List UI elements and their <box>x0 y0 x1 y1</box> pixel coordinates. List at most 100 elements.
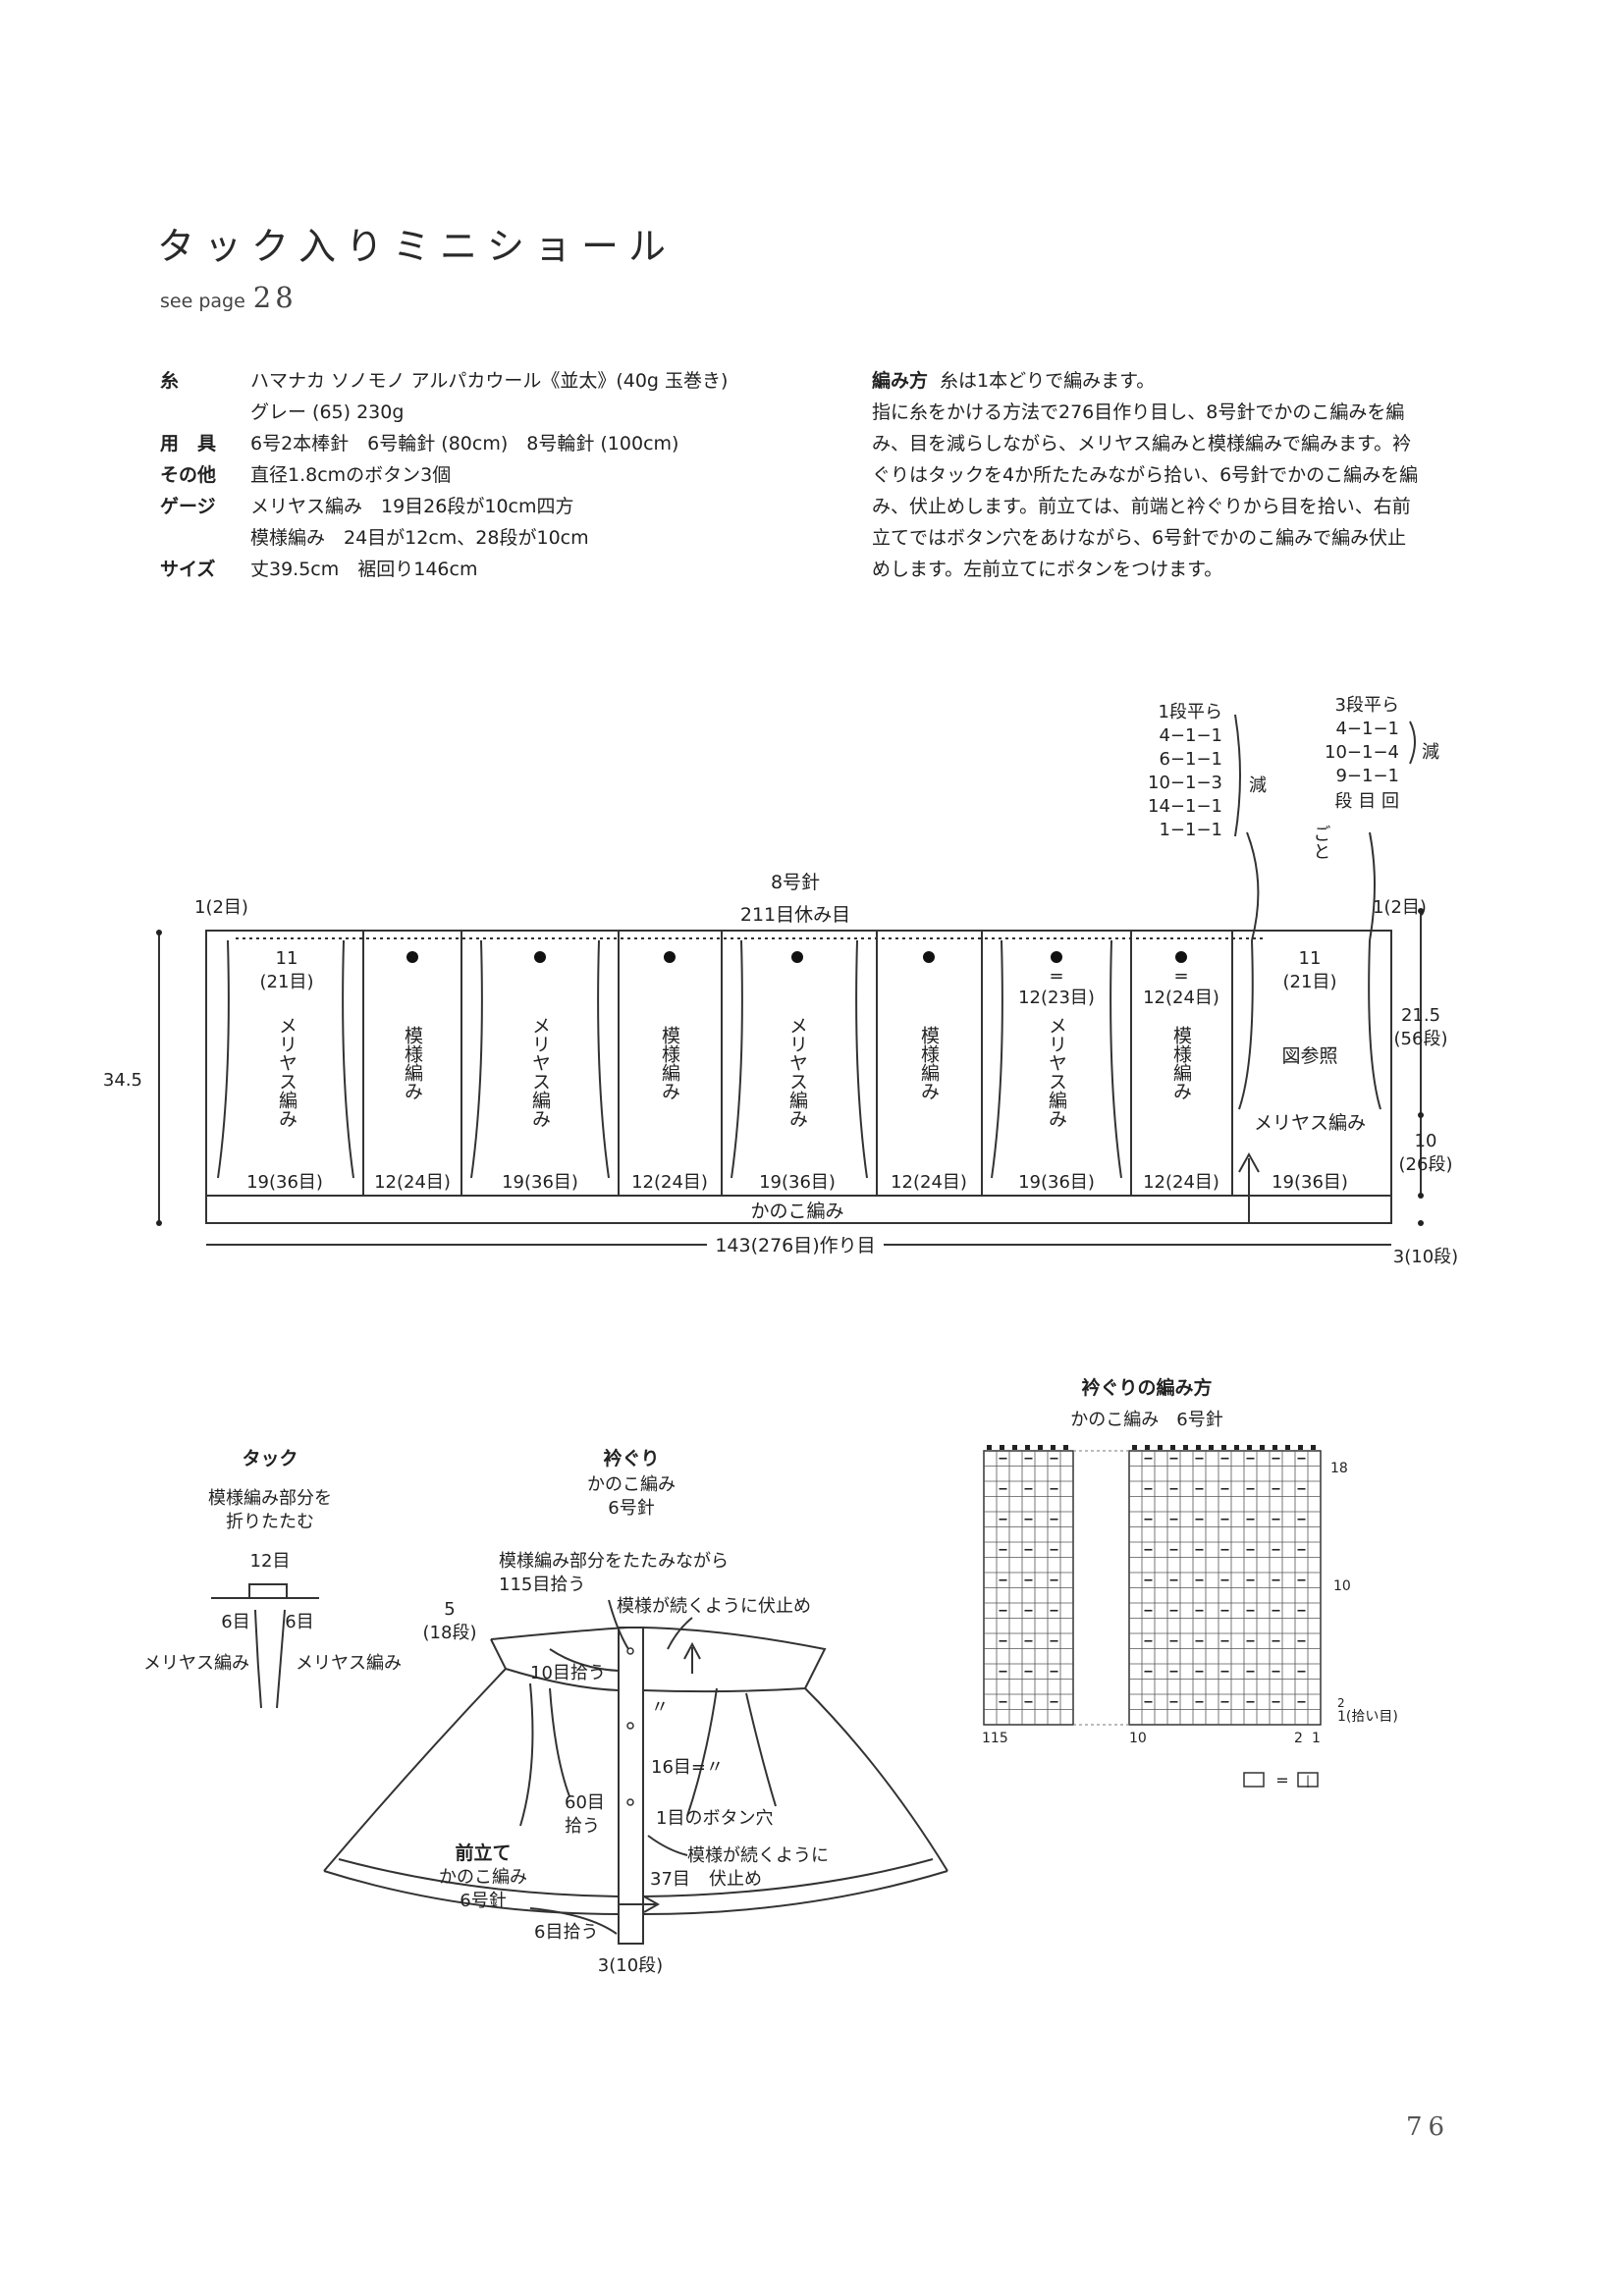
eq-mark-a: = <box>1049 966 1063 987</box>
chart-grid <box>983 1445 1322 1726</box>
dec-right-row: 10−1−4 <box>1325 742 1399 763</box>
collar-pick16: 16目=〃 <box>651 1757 724 1778</box>
page-number: 76 <box>1406 2112 1451 2142</box>
band-title: 前立て <box>455 1842 511 1864</box>
collar-title: 衿ぐり <box>603 1447 659 1469</box>
dec-left-row: 1−1−1 <box>1159 820 1222 840</box>
band-bind2: 伏止め <box>709 1869 762 1890</box>
materials-value: メリヤス編み 19目26段が10cm四方 <box>250 496 574 517</box>
panel-label: 模様編み <box>1170 1026 1192 1100</box>
materials-value: ハマナカ ソノモノ アルパカウール《並太》(40g 玉巻き) <box>250 370 729 392</box>
dec-right-row: 4−1−1 <box>1335 719 1399 739</box>
legend-knit-box <box>1297 1772 1319 1788</box>
band-pick37: 37目 <box>650 1869 690 1890</box>
collar-side: 5 <box>444 1599 455 1620</box>
method-body: 指に糸をかける方法で276目作り目し、8号針でかのこ編みを編み、目を減らしながら… <box>872 401 1419 580</box>
collar-pick60: 60目 <box>565 1792 605 1813</box>
panel-label: メリヤス編み <box>529 1016 551 1128</box>
panel-width: 19(36目) <box>246 1172 323 1193</box>
panel-label: 模様編み <box>918 1026 940 1100</box>
collar-note3: 模様が続くように伏止め <box>617 1596 811 1617</box>
materials-row: グレー (65) 230g <box>160 397 728 428</box>
dec-right-row: 9−1−1 <box>1335 766 1399 786</box>
panel-label: メリヤス編み <box>276 1016 298 1128</box>
eq-mark-b: = <box>1173 966 1188 987</box>
dim-right-top: 21.5 <box>1401 1005 1440 1026</box>
panel-width: 12(24目) <box>631 1172 708 1193</box>
tuck-bottom-left: メリヤス編み <box>143 1653 249 1674</box>
materials-row: サイズ丈39.5cm 裾回り146cm <box>160 554 728 585</box>
band-sub2: 6号針 <box>460 1891 506 1911</box>
chart-row-1: 1(拾い目) <box>1337 1709 1398 1725</box>
materials-row: 模様編み 24目が12cm、28段が10cm <box>160 522 728 554</box>
chart-col-115: 115 <box>982 1731 1008 1746</box>
legend-sym: | <box>1306 1774 1310 1788</box>
materials-key: ゲージ <box>160 496 216 517</box>
collar-pick60b: 拾う <box>565 1816 600 1837</box>
collar-sub1: かのこ編み <box>587 1474 676 1495</box>
panel-label: 模様編み <box>659 1026 680 1100</box>
tuck-right: 6目 <box>285 1612 313 1632</box>
collar-note1: 模様編み部分をたたみながら <box>499 1551 729 1572</box>
materials-value: 模様編み 24目が12cm、28段が10cm <box>250 527 589 549</box>
collar-buttonhole: 1目のボタン穴 <box>656 1808 773 1829</box>
chart-row-18: 18 <box>1330 1461 1348 1476</box>
materials-value: グレー (65) 230g <box>250 401 405 423</box>
panel-width: 19(36目) <box>1018 1172 1095 1193</box>
see-page-ref: see page 28 <box>160 281 298 314</box>
see-page-number: 28 <box>252 281 298 314</box>
collar-side-rows: (18段) <box>423 1623 477 1643</box>
materials-value: 直径1.8cmのボタン3個 <box>250 464 452 486</box>
border-label: かのこ編み <box>750 1201 843 1222</box>
dec-left-row: 10−1−3 <box>1148 773 1222 793</box>
tuck-desc2: 折りたたむ <box>226 1512 314 1532</box>
dec-right-header: 3段平ら <box>1335 695 1399 716</box>
dec-left-row: 4−1−1 <box>1159 725 1222 746</box>
legend-eq: = <box>1275 1771 1288 1789</box>
see-page-label: see page <box>160 291 245 312</box>
materials-key: 用 具 <box>160 433 217 454</box>
chart-col-2: 2 <box>1294 1731 1303 1746</box>
chart-row-2: 2 <box>1337 1696 1345 1710</box>
dim-right-mid-rows: (26段) <box>1399 1154 1453 1175</box>
border-band <box>205 1195 1392 1224</box>
dec-left-label: 減 <box>1249 775 1267 796</box>
top-first-stitches: (21目) <box>260 972 314 992</box>
materials-row: 糸ハマナカ ソノモノ アルパカウール《並太》(40g 玉巻き) <box>160 365 728 397</box>
last-panel-label: メリヤス編み <box>1254 1112 1366 1134</box>
panel-label: 模様編み <box>402 1026 423 1100</box>
dec-right-footer2: ごと <box>1311 825 1331 860</box>
panel-label: メリヤス編み <box>786 1016 808 1128</box>
tuck-left: 6目 <box>221 1612 249 1632</box>
dec-left-row: 6−1−1 <box>1159 749 1222 770</box>
rest-stitches-label: 211目休み目 <box>740 904 850 926</box>
tuck-bottom-right: メリヤス編み <box>296 1653 402 1674</box>
needle-label: 8号針 <box>771 872 820 893</box>
materials-list: 糸ハマナカ ソノモノ アルパカウール《並太》(40g 玉巻き) グレー (65)… <box>160 365 728 585</box>
collar-ditto: 〃 <box>651 1697 669 1718</box>
dec-right-label: 減 <box>1422 742 1439 763</box>
height-total: 34.5 <box>103 1070 142 1091</box>
panel-width: 12(24目) <box>891 1172 967 1193</box>
method-key: 編み方 <box>872 370 929 392</box>
tuck-top: 12目 <box>250 1551 291 1572</box>
method-intro: 糸は1本どりで編みます。 <box>940 370 1156 392</box>
materials-row: ゲージ メリヤス編み 19目26段が10cm四方 <box>160 491 728 522</box>
legend-empty-box <box>1243 1772 1265 1788</box>
dec-right-footer: 段 目 回 <box>1335 791 1399 812</box>
edge-left-label: 1(2目) <box>194 897 248 918</box>
dimension-ticks <box>156 908 1424 1226</box>
tuck-markers <box>406 951 1187 963</box>
edge-right-label: 1(2目) <box>1373 897 1427 918</box>
chart-title: 衿ぐりの編み方 <box>1081 1376 1212 1399</box>
chart-sub: かのこ編み 6号針 <box>1070 1410 1222 1430</box>
dim-right-mid: 10 <box>1415 1131 1437 1151</box>
top-mid-a: 12(23目) <box>1018 988 1095 1008</box>
band-sub1: かのこ編み <box>439 1867 527 1888</box>
top-first-label: 11 <box>276 948 298 969</box>
knitting-method: 編み方糸は1本どりで編みます。 指に糸をかける方法で276目作り目し、8号針でか… <box>872 365 1422 585</box>
